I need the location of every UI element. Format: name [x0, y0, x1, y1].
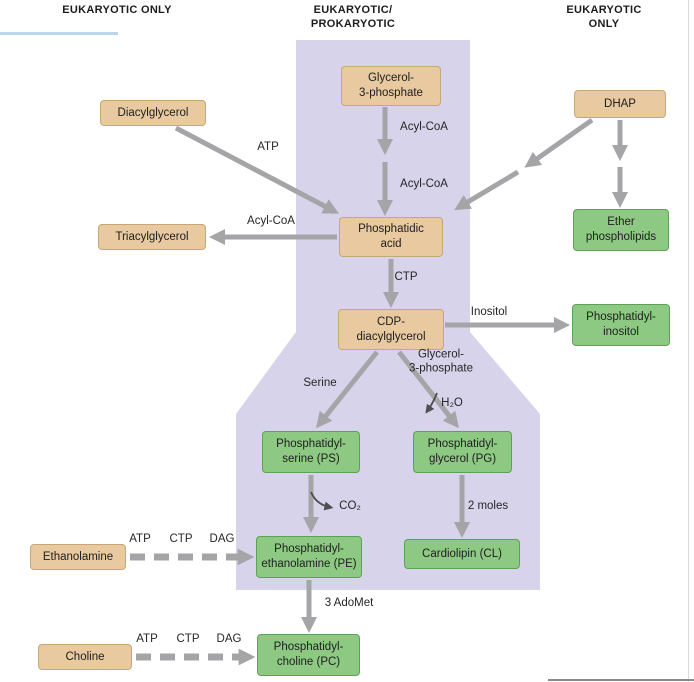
- edge-label-etn-dag: DAG: [209, 532, 235, 545]
- edge-label-ctp: CTP: [394, 270, 418, 283]
- arrow-co2-release: [310, 491, 334, 511]
- node-choline: Choline: [38, 644, 132, 670]
- edge-label-acyl-coa-2: Acyl-CoA: [400, 177, 448, 190]
- edge-label-atp-dag: ATP: [257, 140, 279, 153]
- page-edge-artifact-bottom: [548, 679, 694, 681]
- node-dhap: DHAP: [574, 90, 666, 118]
- page-edge-artifact-top: [0, 32, 118, 35]
- header-eukaryotic-prokaryotic: EUKARYOTIC/ PROKARYOTIC: [310, 4, 396, 30]
- edge-label-etn-atp: ATP: [129, 532, 151, 545]
- edge-label-cho-atp: ATP: [136, 632, 158, 645]
- edge-label-cho-ctp: CTP: [176, 632, 200, 645]
- arrow-h2o: [425, 392, 438, 414]
- edge-label-h2o: H₂O: [441, 396, 463, 409]
- arrow-dhap-to-pa-step2: [454, 169, 520, 211]
- arrow-cdpdag-to-pg: [397, 350, 459, 429]
- edge-label-co2: CO₂: [339, 499, 361, 512]
- node-ether-phospholipids: Ether phospholipids: [573, 209, 669, 251]
- edge-label-acyl-coa-1: Acyl-CoA: [400, 120, 448, 133]
- node-phosphatidyl-choline: Phosphatidyl- choline (PC): [257, 634, 360, 676]
- header-eukaryotic-only-left: EUKARYOTIC ONLY: [62, 4, 172, 16]
- edge-label-two-moles: 2 moles: [467, 499, 509, 512]
- edge-label-serine: Serine: [303, 376, 337, 389]
- edge-label-acyl-coa-tag: Acyl-CoA: [247, 214, 295, 227]
- edge-label-adomet: 3 AdoMet: [324, 596, 374, 609]
- node-cardiolipin: Cardiolipin (CL): [404, 539, 520, 569]
- node-phosphatidyl-glycerol: Phosphatidyl- glycerol (PG): [413, 431, 512, 473]
- edge-label-inositol: Inositol: [470, 305, 508, 318]
- arrow-cdpdag-to-ps: [316, 350, 379, 429]
- node-phosphatidyl-ethanolamine: Phosphatidyl- ethanolamine (PE): [256, 536, 362, 578]
- arrow-dhap-to-pa-step1: [524, 117, 594, 168]
- node-phosphatidic-acid: Phosphatidic acid: [339, 217, 443, 257]
- node-cdp-diacylglycerol: CDP- diacylglycerol: [338, 309, 444, 350]
- edge-label-cho-dag: DAG: [216, 632, 242, 645]
- node-ethanolamine: Ethanolamine: [30, 544, 126, 570]
- node-diacylglycerol: Diacylglycerol: [100, 100, 206, 126]
- node-phosphatidyl-inositol: Phosphatidyl- inositol: [572, 304, 670, 346]
- edge-label-etn-ctp: CTP: [169, 532, 193, 545]
- edge-label-g3p: Glycerol- 3-phosphate: [409, 348, 473, 375]
- node-glycerol-3-phosphate: Glycerol- 3-phosphate: [341, 66, 441, 106]
- arrow-dag-to-pa: [174, 125, 340, 214]
- header-eukaryotic-only-right: EUKARYOTIC ONLY: [566, 4, 642, 30]
- node-triacylglycerol: Triacylglycerol: [98, 224, 206, 250]
- page-edge-artifact-right: [688, 0, 689, 682]
- node-phosphatidyl-serine: Phosphatidyl- serine (PS): [262, 431, 360, 473]
